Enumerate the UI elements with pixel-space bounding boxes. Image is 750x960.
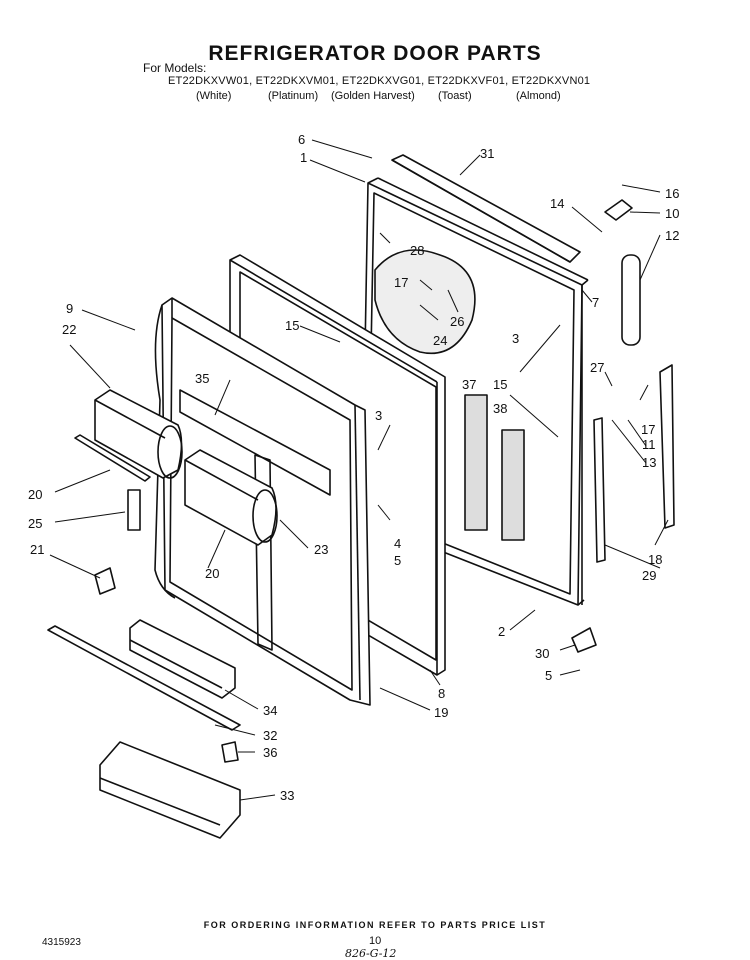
callout-19: 19 [434, 705, 448, 720]
callout-9: 9 [66, 301, 73, 316]
callout-3b: 3 [375, 408, 382, 423]
callout-20b: 20 [205, 566, 219, 581]
callout-2: 2 [498, 624, 505, 639]
model-list: ET22DKXVW01, ET22DKXVM01, ET22DKXVG01, E… [168, 75, 591, 87]
color-golden-harvest: (Golden Harvest) [331, 90, 415, 102]
callout-36: 36 [263, 745, 277, 760]
callout-8: 8 [438, 686, 445, 701]
callout-32: 32 [263, 728, 277, 743]
callout-7: 7 [592, 295, 599, 310]
callout-25: 25 [28, 516, 42, 531]
middle-door-bin [184, 449, 278, 546]
upper-door-bin [94, 389, 183, 479]
callout-13: 13 [642, 455, 656, 470]
callout-34: 34 [263, 703, 277, 718]
callout-6: 6 [298, 132, 305, 147]
trim-clip [221, 741, 239, 763]
page-title: REFRIGERATOR DOOR PARTS [208, 42, 542, 65]
models-label: For Models: [143, 61, 207, 75]
color-almond: (Almond) [516, 90, 561, 102]
callout-21: 21 [30, 542, 44, 557]
part-number: 4315923 [42, 937, 81, 948]
callout-26: 26 [450, 314, 464, 329]
callout-37: 37 [462, 377, 476, 392]
callout-14: 14 [550, 196, 564, 211]
top-trim-strip [391, 154, 581, 263]
callout-24: 24 [433, 333, 447, 348]
callout-12: 12 [665, 228, 679, 243]
callout-30: 30 [535, 646, 549, 661]
callout-17b: 17 [641, 422, 655, 437]
callout-28: 28 [410, 243, 424, 258]
insulation-block-right [501, 429, 525, 541]
callout-15a: 15 [285, 318, 299, 333]
callout-5a: 5 [394, 553, 401, 568]
color-toast: (Toast) [438, 90, 472, 102]
callout-10: 10 [665, 206, 679, 221]
callout-15b: 15 [493, 377, 507, 392]
insulation-block-left [464, 394, 488, 531]
callout-23: 23 [314, 542, 328, 557]
lower-hinge [571, 627, 597, 653]
shelf-clip [94, 567, 116, 595]
lower-door-bin [129, 619, 236, 699]
callout-31: 31 [480, 146, 494, 161]
callout-35: 35 [195, 371, 209, 386]
ordering-note: FOR ORDERING INFORMATION REFER TO PARTS … [203, 920, 547, 930]
callout-38: 38 [493, 401, 507, 416]
callout-22: 22 [62, 322, 76, 337]
shelf-bracket [127, 489, 141, 531]
handwritten-code: 826-G-12 [345, 947, 397, 960]
callout-3a: 3 [512, 331, 519, 346]
upper-hinge [604, 199, 633, 221]
callout-1: 1 [300, 150, 307, 165]
page-number: 10 [369, 935, 382, 947]
side-trim-18 [659, 364, 675, 529]
callout-20a: 20 [28, 487, 42, 502]
bin-retainer [74, 434, 151, 482]
callout-29: 29 [642, 568, 656, 583]
callout-4: 4 [394, 536, 401, 551]
bottom-door-bin [99, 741, 241, 839]
callout-27: 27 [590, 360, 604, 375]
callout-33: 33 [280, 788, 294, 803]
color-white: (White) [196, 90, 232, 102]
callout-17a: 17 [394, 275, 408, 290]
callout-16: 16 [665, 186, 679, 201]
lower-trim-strip [47, 625, 241, 731]
callout-11: 11 [642, 437, 656, 452]
side-trim-29 [593, 417, 606, 563]
callout-18: 18 [648, 552, 662, 567]
color-platinum: (Platinum) [268, 90, 319, 102]
detail-inset [374, 249, 476, 354]
callout-5b: 5 [545, 668, 552, 683]
door-handle [621, 254, 641, 346]
